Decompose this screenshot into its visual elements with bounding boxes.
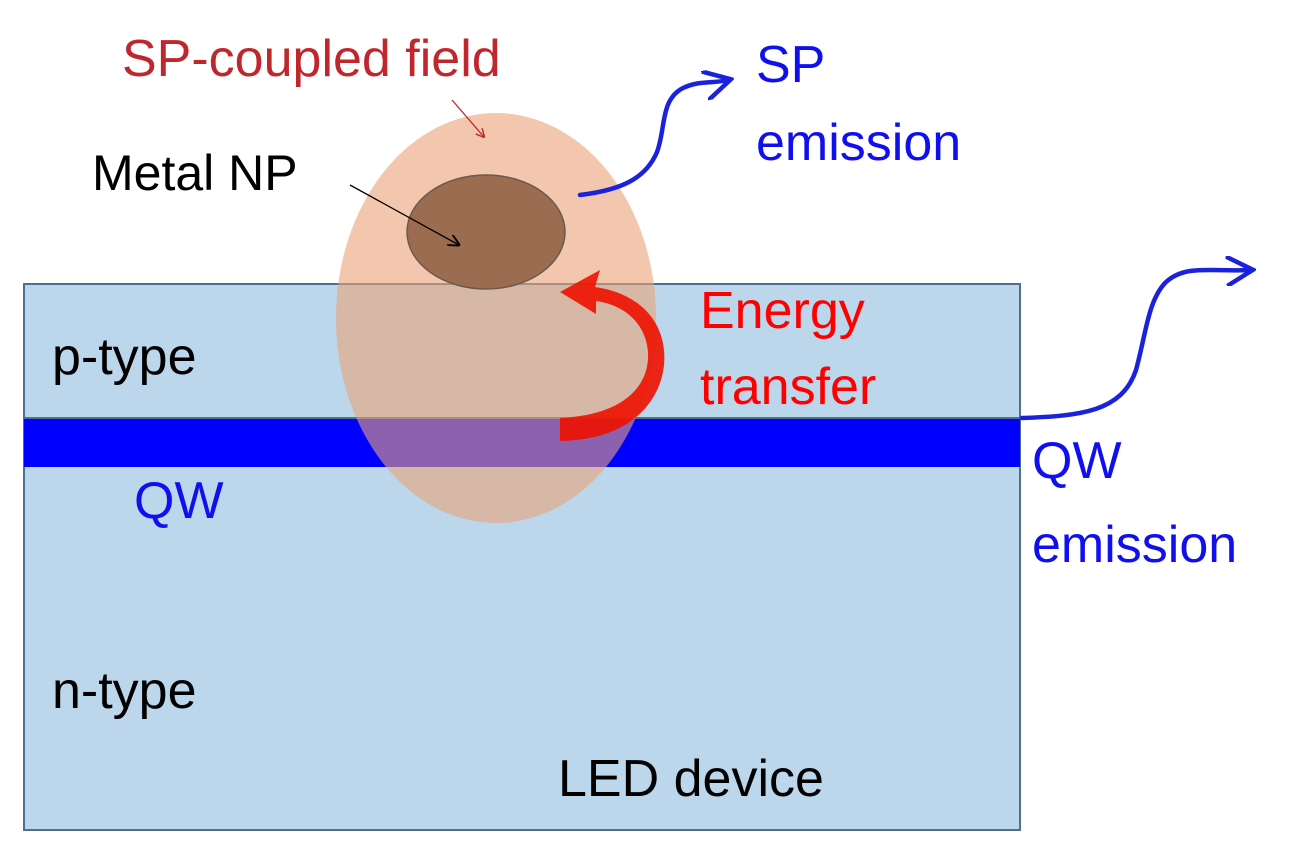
sp-emission-label-line1: SP	[756, 36, 825, 94]
sp-coupled-field-region	[336, 113, 656, 523]
metal-np-label: Metal NP	[92, 145, 298, 201]
metal-np-pointer-arrow	[349, 184, 459, 245]
metal-nanoparticle	[406, 174, 566, 290]
qw-emission-label-line1: QW	[1032, 432, 1122, 490]
energy-transfer-arrow	[560, 270, 665, 441]
p-type-label: p-type	[52, 328, 197, 386]
sp-field-pointer-arrow	[451, 99, 484, 137]
qw-label: QW	[134, 472, 224, 530]
sp-emission-arrow	[577, 80, 728, 198]
n-type-label: n-type	[52, 662, 197, 720]
sp-coupled-field-label: SP-coupled field	[122, 30, 501, 88]
energy-transfer-label-line2: transfer	[700, 358, 876, 416]
qw-emission-label-line2: emission	[1032, 516, 1237, 574]
qw-emission-arrow	[1019, 270, 1250, 421]
energy-transfer-label-line1: Energy	[700, 282, 865, 340]
led-device-label: LED device	[558, 750, 824, 808]
sp-emission-label-line2: emission	[756, 114, 961, 172]
